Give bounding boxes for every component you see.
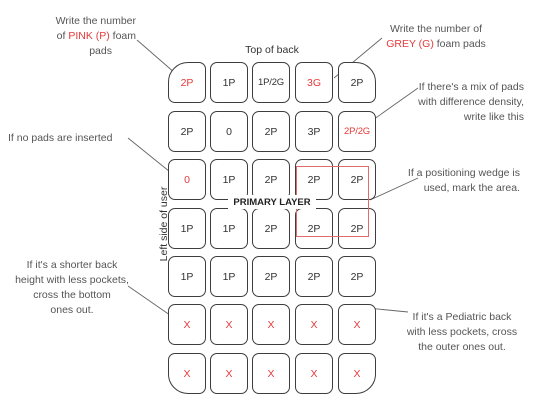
pocket-cell-r2-c2: 0 — [210, 111, 248, 152]
annotation-grey-red: GREY (G) — [386, 38, 434, 50]
pocket-cell-r6-c3: X — [252, 304, 290, 345]
pocket-cell-r3-c1: 0 — [168, 159, 206, 200]
pocket-cell-r3-c2: 1P — [210, 159, 248, 200]
pocket-cell-r3-c5: 2P — [338, 159, 376, 200]
pocket-cell-r4-c4: 2P — [295, 208, 333, 249]
annotation-pediatric-line2: with less pockets, cross — [406, 326, 518, 338]
annotation-pediatric-line3: the outer ones out. — [418, 341, 506, 353]
annotation-shorter: If it's a shorter back height with less … — [12, 258, 132, 318]
annotation-wedge-line2: used, mark the area. — [423, 182, 520, 194]
pocket-cell-r7-c3: X — [252, 353, 290, 394]
annotation-grey-suffix: foam pads — [436, 38, 486, 50]
annotation-mix-line3: write like this — [463, 111, 524, 123]
annotation-shorter-line4: ones out. — [50, 304, 94, 316]
pocket-cell-r6-c1: X — [168, 304, 206, 345]
annotation-grey-line1: Write the number of — [389, 23, 482, 35]
pocket-cell-r5-c2: 1P — [210, 256, 248, 297]
pocket-cell-r7-c2: X — [210, 353, 248, 394]
leader-mix — [369, 87, 419, 123]
pocket-cell-r1-c3: 1P/2G — [252, 62, 290, 103]
pocket-cell-r6-c4: X — [295, 304, 333, 345]
pocket-cell-r6-c5: X — [338, 304, 376, 345]
pocket-cell-r5-c5: 2P — [338, 256, 376, 297]
primary-layer-label: PRIMARY LAYER — [228, 195, 316, 209]
pocket-cell-r6-c2: X — [210, 304, 248, 345]
annotation-pediatric: If it's a Pediatric back with less pocke… — [402, 310, 522, 355]
top-of-back-label: Top of back — [245, 44, 299, 56]
pocket-cell-r2-c4: 3P — [295, 111, 333, 152]
annotation-pink-suffix: foam — [112, 30, 136, 42]
pocket-cell-r2-c3: 2P — [252, 111, 290, 152]
pocket-cell-r5-c4: 2P — [295, 256, 333, 297]
annotation-no-pads: If no pads are inserted — [8, 131, 112, 146]
annotation-shorter-line3: cross the bottom — [33, 289, 111, 301]
annotation-pediatric-line1: If it's a Pediatric back — [412, 311, 512, 323]
pocket-cell-r7-c1: X — [168, 353, 206, 394]
annotation-wedge-line1: If a positioning wedge is — [407, 167, 520, 179]
annotation-pink-line3: pads — [89, 45, 112, 57]
pocket-cell-r7-c5: X — [338, 353, 376, 394]
leader-wedge — [369, 177, 419, 201]
annotation-shorter-line2: height with less pockets, — [15, 274, 129, 286]
annotation-mix-line2: with difference density, — [418, 96, 524, 108]
pocket-cell-r1-c5: 2P — [338, 62, 376, 103]
annotation-shorter-line1: If it's a shorter back — [26, 259, 118, 271]
pocket-cell-r1-c2: 1P — [210, 62, 248, 103]
pocket-cell-r5-c1: 1P — [168, 256, 206, 297]
annotation-wedge: If a positioning wedge is used, mark the… — [396, 166, 520, 196]
annotation-pink-prefix: of — [56, 30, 66, 42]
pocket-cell-r1-c1: 2P — [168, 62, 206, 103]
annotation-no-pads-line1: If no pads are inserted — [8, 132, 113, 144]
pocket-cell-r1-c4: 3G — [295, 62, 333, 103]
annotation-pink: Write the number of PINK (P) foam pads — [28, 14, 136, 59]
annotation-mix: If there's a mix of pads with difference… — [400, 80, 524, 125]
pocket-cell-r3-c3: 2P — [252, 159, 290, 200]
pocket-cell-r4-c2: 1P — [210, 208, 248, 249]
annotation-grey: Write the number of GREY (G) foam pads — [376, 22, 496, 52]
pocket-cell-r2-c5: 2P/2G — [338, 111, 376, 152]
annotation-mix-line1: If there's a mix of pads — [418, 81, 524, 93]
pocket-cell-r4-c3: 2P — [252, 208, 290, 249]
pocket-cell-r5-c3: 2P — [252, 256, 290, 297]
annotation-pink-red: PINK (P) — [68, 30, 110, 42]
pocket-cell-r4-c1: 1P — [168, 208, 206, 249]
pocket-cell-r4-c5: 2P — [338, 208, 376, 249]
pocket-cell-r7-c4: X — [295, 353, 333, 394]
annotation-pink-line1: Write the number — [55, 15, 136, 27]
pocket-cell-r2-c1: 2P — [168, 111, 206, 152]
